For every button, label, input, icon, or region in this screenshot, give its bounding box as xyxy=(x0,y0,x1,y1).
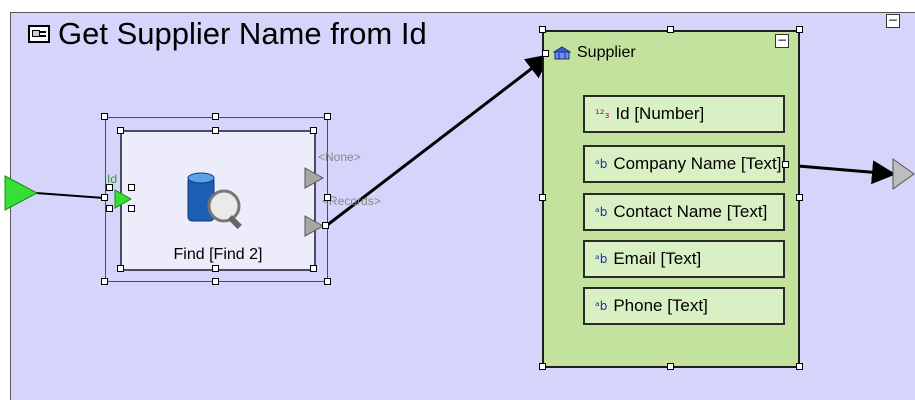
entity-field-company-name[interactable]: ᵃb Company Name [Text] xyxy=(583,145,785,183)
port-handle[interactable] xyxy=(106,205,113,212)
resize-handle[interactable] xyxy=(310,265,317,272)
find-input-port[interactable] xyxy=(113,188,135,210)
port-handle[interactable] xyxy=(106,184,113,191)
find-output-none-port[interactable] xyxy=(303,166,327,190)
resize-handle[interactable] xyxy=(101,194,108,201)
flow-input-arrow-icon[interactable] xyxy=(4,175,40,211)
flow-title: Get Supplier Name from Id xyxy=(28,16,427,52)
collapse-flow-button[interactable]: − xyxy=(886,13,900,28)
port-handle[interactable] xyxy=(128,184,135,191)
resize-handle[interactable] xyxy=(101,113,108,120)
port-handle[interactable] xyxy=(128,205,135,212)
entity-field-phone[interactable]: ᵃb Phone [Text] xyxy=(583,287,785,325)
entity-field-email[interactable]: ᵃb Email [Text] xyxy=(583,240,785,278)
resize-handle[interactable] xyxy=(324,113,331,120)
resize-handle[interactable] xyxy=(310,127,317,134)
resize-handle[interactable] xyxy=(539,363,546,370)
entity-icon xyxy=(553,46,571,60)
resize-handle[interactable] xyxy=(667,26,674,33)
flow-output-port-icon[interactable] xyxy=(892,158,915,190)
collapse-entity-button[interactable]: − xyxy=(775,33,789,48)
port-handle[interactable] xyxy=(782,161,789,168)
find-input-label: Id xyxy=(107,172,118,186)
resize-handle[interactable] xyxy=(101,278,108,285)
supplier-entity-header: Supplier xyxy=(553,44,636,62)
input-connector[interactable] xyxy=(35,192,105,199)
resize-handle[interactable] xyxy=(539,26,546,33)
resize-handle[interactable] xyxy=(117,127,124,134)
resize-handle[interactable] xyxy=(796,26,803,33)
field-label: Phone [Text] xyxy=(613,296,708,315)
entity-field-contact-name[interactable]: ᵃb Contact Name [Text] xyxy=(583,193,785,231)
resize-handle[interactable] xyxy=(796,194,803,201)
resize-handle[interactable] xyxy=(796,363,803,370)
window-icon xyxy=(28,25,50,43)
resize-handle[interactable] xyxy=(212,265,219,272)
text-field-icon: ᵃb xyxy=(595,205,608,219)
resize-handle[interactable] xyxy=(212,113,219,120)
resize-handle[interactable] xyxy=(539,194,546,201)
text-field-icon: ᵃb xyxy=(595,157,608,171)
database-search-icon xyxy=(187,172,242,229)
find-block-label: Find [Find 2] xyxy=(173,246,263,263)
field-label: Contact Name [Text] xyxy=(613,202,768,221)
number-field-icon: ¹²₃ xyxy=(595,107,610,121)
flow-title-text: Get Supplier Name from Id xyxy=(58,16,427,51)
supplier-entity-title: Supplier xyxy=(577,44,636,61)
entity-field-id[interactable]: ¹²₃ Id [Number] xyxy=(583,95,785,133)
text-field-icon: ᵃb xyxy=(595,299,608,313)
find-output-records-port[interactable] xyxy=(303,214,327,238)
field-label: Email [Text] xyxy=(613,249,702,268)
company-name-connector[interactable] xyxy=(785,160,896,185)
resize-handle[interactable] xyxy=(667,363,674,370)
field-label: Id [Number] xyxy=(615,104,705,123)
find-output-records-label: <Records> xyxy=(322,194,381,208)
resize-handle[interactable] xyxy=(117,265,124,272)
find-output-none-label: <None> xyxy=(318,150,361,164)
text-field-icon: ᵃb xyxy=(595,252,608,266)
port-handle[interactable] xyxy=(542,50,549,57)
field-label: Company Name [Text] xyxy=(613,154,782,173)
port-handle[interactable] xyxy=(322,222,329,229)
resize-handle[interactable] xyxy=(324,278,331,285)
records-connector[interactable] xyxy=(325,54,551,228)
resize-handle[interactable] xyxy=(212,127,219,134)
resize-handle[interactable] xyxy=(324,194,331,201)
resize-handle[interactable] xyxy=(212,278,219,285)
